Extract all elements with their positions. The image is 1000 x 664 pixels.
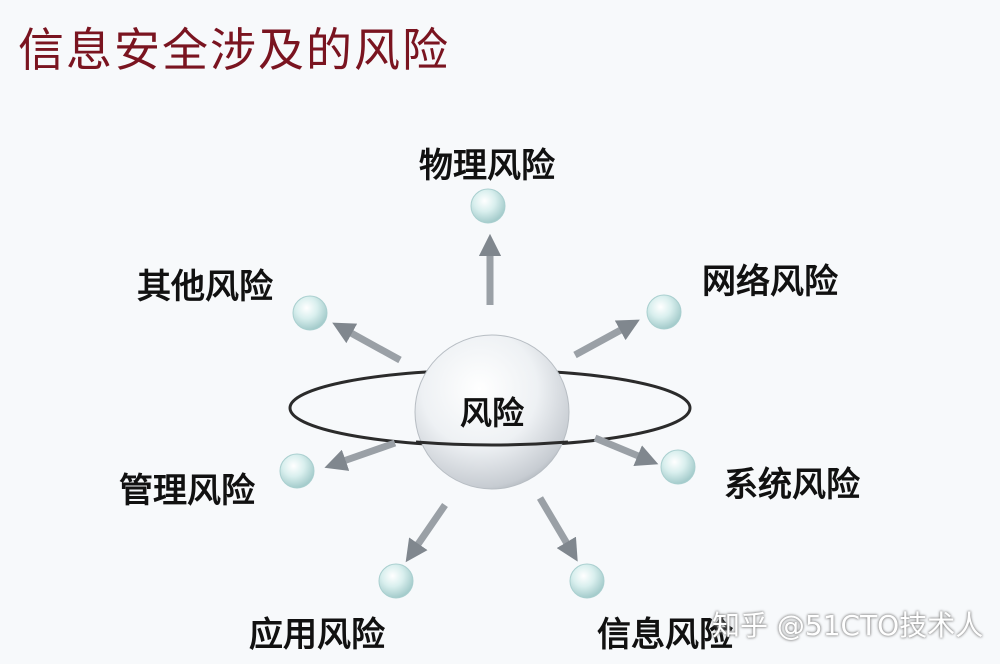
- node-application: [378, 563, 414, 599]
- label-application: 应用风险: [249, 615, 386, 655]
- orbit-ring-front: [415, 440, 569, 447]
- node-system: [660, 449, 696, 485]
- center-label: 风险: [460, 394, 525, 432]
- arrow-network: [573, 319, 640, 359]
- arrow-system: [593, 434, 659, 467]
- node-network: [646, 294, 682, 330]
- node-physical: [470, 188, 506, 224]
- center-sphere: [414, 334, 570, 490]
- label-physical: 物理风险: [419, 146, 556, 186]
- node-other: [292, 295, 328, 331]
- label-system: 系统风险: [724, 465, 861, 505]
- arrows: [324, 233, 659, 563]
- arrow-management: [324, 439, 397, 471]
- arrow-other: [332, 322, 402, 364]
- page-title: 信息安全涉及的风险: [18, 23, 450, 77]
- label-management: 管理风险: [119, 471, 256, 511]
- node-management: [279, 453, 315, 489]
- label-other: 其他风险: [137, 267, 274, 307]
- arrow-application: [405, 503, 448, 563]
- watermark: 知乎 @51CTO技术人: [712, 609, 984, 642]
- node-information: [569, 563, 605, 599]
- label-network: 网络风险: [702, 262, 839, 302]
- label-information: 信息风险: [597, 615, 734, 655]
- arrow-information: [536, 496, 578, 562]
